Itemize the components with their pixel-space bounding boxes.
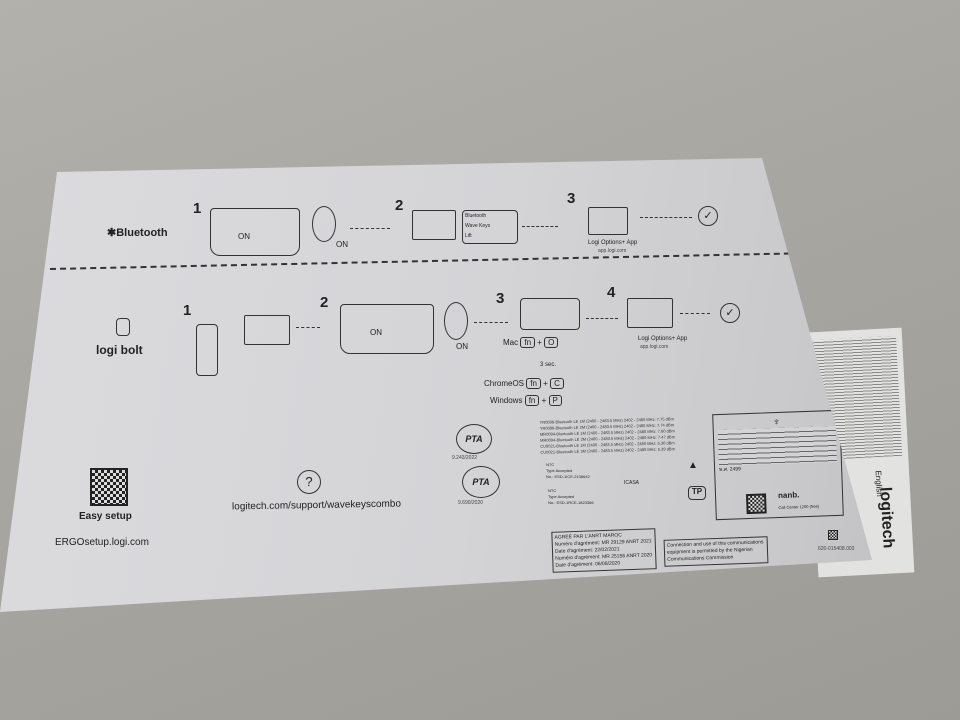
section-divider: [49, 252, 790, 270]
receiver-box-icon: [196, 324, 218, 376]
ntc-no: No.: ESD-1ICE-2138642: [546, 474, 590, 479]
bt-on-label-2: ON: [336, 240, 348, 249]
qr-code: [90, 468, 128, 506]
laptop-download-icon: [627, 298, 673, 328]
nigeria-box: Connection and use of this communication…: [663, 536, 769, 567]
pta-text: PTA: [465, 434, 483, 444]
bt-step-1: 1: [193, 200, 202, 217]
mouse-icon: [312, 206, 336, 242]
checkmark-icon: ✓: [698, 206, 718, 226]
bt-step-2: 2: [395, 197, 404, 214]
chromeos-label: ChromeOS: [484, 379, 525, 388]
plus: +: [543, 379, 548, 388]
bolt-step-2: 2: [320, 294, 329, 311]
ntc-sub: Type Accepted: [546, 468, 573, 473]
mac-shortcut: Mac fn + O: [503, 337, 559, 348]
fn-key: fn: [520, 337, 536, 348]
bolt-on-label-2: ON: [456, 342, 468, 351]
mac-label: Mac: [503, 338, 519, 347]
bolt-step-3: 3: [496, 290, 505, 307]
fn-key: fn: [524, 395, 540, 406]
keyboard-top-icon: [520, 298, 580, 330]
arrow: [522, 226, 558, 227]
datamatrix-code: [828, 530, 838, 540]
anrt-box: AGRÉÉ PAR L'ANRT MAROC Numéro d'agrément…: [551, 528, 657, 573]
keyboard-underside-icon: [340, 304, 434, 354]
nbtc-logo: nanb.: [777, 490, 800, 501]
bolt-step-4: 4: [607, 284, 616, 301]
leaflet-language: English: [873, 470, 884, 497]
ntc-title: NTC: [546, 462, 555, 467]
windows-shortcut: Windows fn + P: [490, 395, 562, 406]
support-url[interactable]: logitech.com/support/wavekeyscombo: [231, 498, 402, 513]
keyboard-underside-icon: [210, 208, 300, 256]
easy-setup-label: Easy setup: [79, 511, 132, 522]
laptop-download-icon: [588, 207, 628, 235]
help-icon: ?: [297, 470, 321, 494]
plus: +: [541, 396, 547, 405]
setup-url[interactable]: ERGOsetup.logi.com: [55, 537, 149, 548]
laptop-settings-icon: [412, 210, 456, 240]
bluetooth-label: ✱Bluetooth: [107, 227, 168, 239]
tp-mark: TP: [688, 486, 706, 500]
setting-lift: Lift: [465, 233, 472, 239]
setting-wave-keys: Wave Keys: [465, 223, 491, 229]
arrow: [474, 322, 508, 323]
hold-duration: 3 sec.: [540, 362, 557, 368]
windows-label: Windows: [490, 396, 523, 405]
bolt-receiver-icon: [116, 318, 130, 336]
bolt-on-label: ON: [370, 328, 382, 337]
fn-key: fn: [526, 378, 541, 389]
icasa-logo: ICASA: [624, 480, 640, 486]
chromeos-shortcut: ChromeOS fn + C: [484, 378, 564, 389]
bt-on-label: ON: [238, 232, 250, 241]
arrow: [640, 217, 692, 218]
pta-logo: PTA: [456, 424, 492, 454]
qr-code: [745, 493, 767, 515]
ntc-sub: Type Accepted: [548, 494, 575, 499]
app-name: Logi Options+ App: [588, 240, 638, 246]
ntc-mark: NTC Type Accepted No.: ESD-1ICE-2138642: [546, 462, 590, 480]
ntc-mark: NTC Type Accepted No.: ESD-1RCE-1823366: [548, 488, 594, 506]
logi-bolt-label: logi bolt: [96, 343, 143, 357]
checkmark-icon: ✓: [720, 303, 740, 323]
arrow: [680, 313, 710, 314]
bolt-step-1: 1: [183, 302, 192, 319]
app-name: Logi Options+ App: [638, 336, 688, 342]
app-url: app.logi.com: [598, 248, 627, 254]
arrow: [586, 318, 618, 319]
ntc-title: NTC: [548, 488, 557, 493]
plus: +: [537, 338, 542, 347]
nigeria-text: Connection and use of this communication…: [666, 539, 764, 563]
help-glyph: ?: [305, 474, 313, 489]
pta-number: 9.690/2020: [458, 500, 484, 506]
thai-nbtc-box: ♆ พ.ศ. 2499 nanb. Call Center 1200 (free…: [712, 409, 844, 521]
thai-text-lines: [717, 425, 837, 467]
mouse-icon: [444, 302, 468, 340]
pta-number: 9.243/2022: [452, 455, 478, 461]
pta-text: PTA: [472, 477, 490, 487]
o-key: O: [544, 337, 559, 348]
arrow: [350, 228, 390, 229]
ntc-no: No.: ESD-1RCE-1823366: [548, 500, 594, 505]
arrow: [296, 327, 320, 328]
tp-text: TP: [691, 487, 703, 496]
call-center: Call Center 1200 (free): [778, 503, 820, 511]
c-key: C: [550, 378, 564, 389]
rf-specs: YR0096-Bluetooth LE 1M (2400 - 2483.5 MH…: [540, 416, 676, 456]
part-number: 620-015408.003: [818, 546, 855, 552]
settings-panel: Bluetooth Wave Keys Lift: [462, 210, 518, 244]
recycle-triangle-icon: ▲: [688, 460, 698, 471]
bluetooth-icon: ✱: [107, 227, 117, 239]
laptop-icon: [244, 315, 290, 345]
p-key: P: [548, 395, 562, 406]
bt-step-3: 3: [567, 190, 576, 207]
app-url: app.logi.com: [640, 344, 669, 350]
pta-logo: PTA: [462, 466, 500, 498]
setting-bluetooth: Bluetooth: [465, 213, 487, 219]
